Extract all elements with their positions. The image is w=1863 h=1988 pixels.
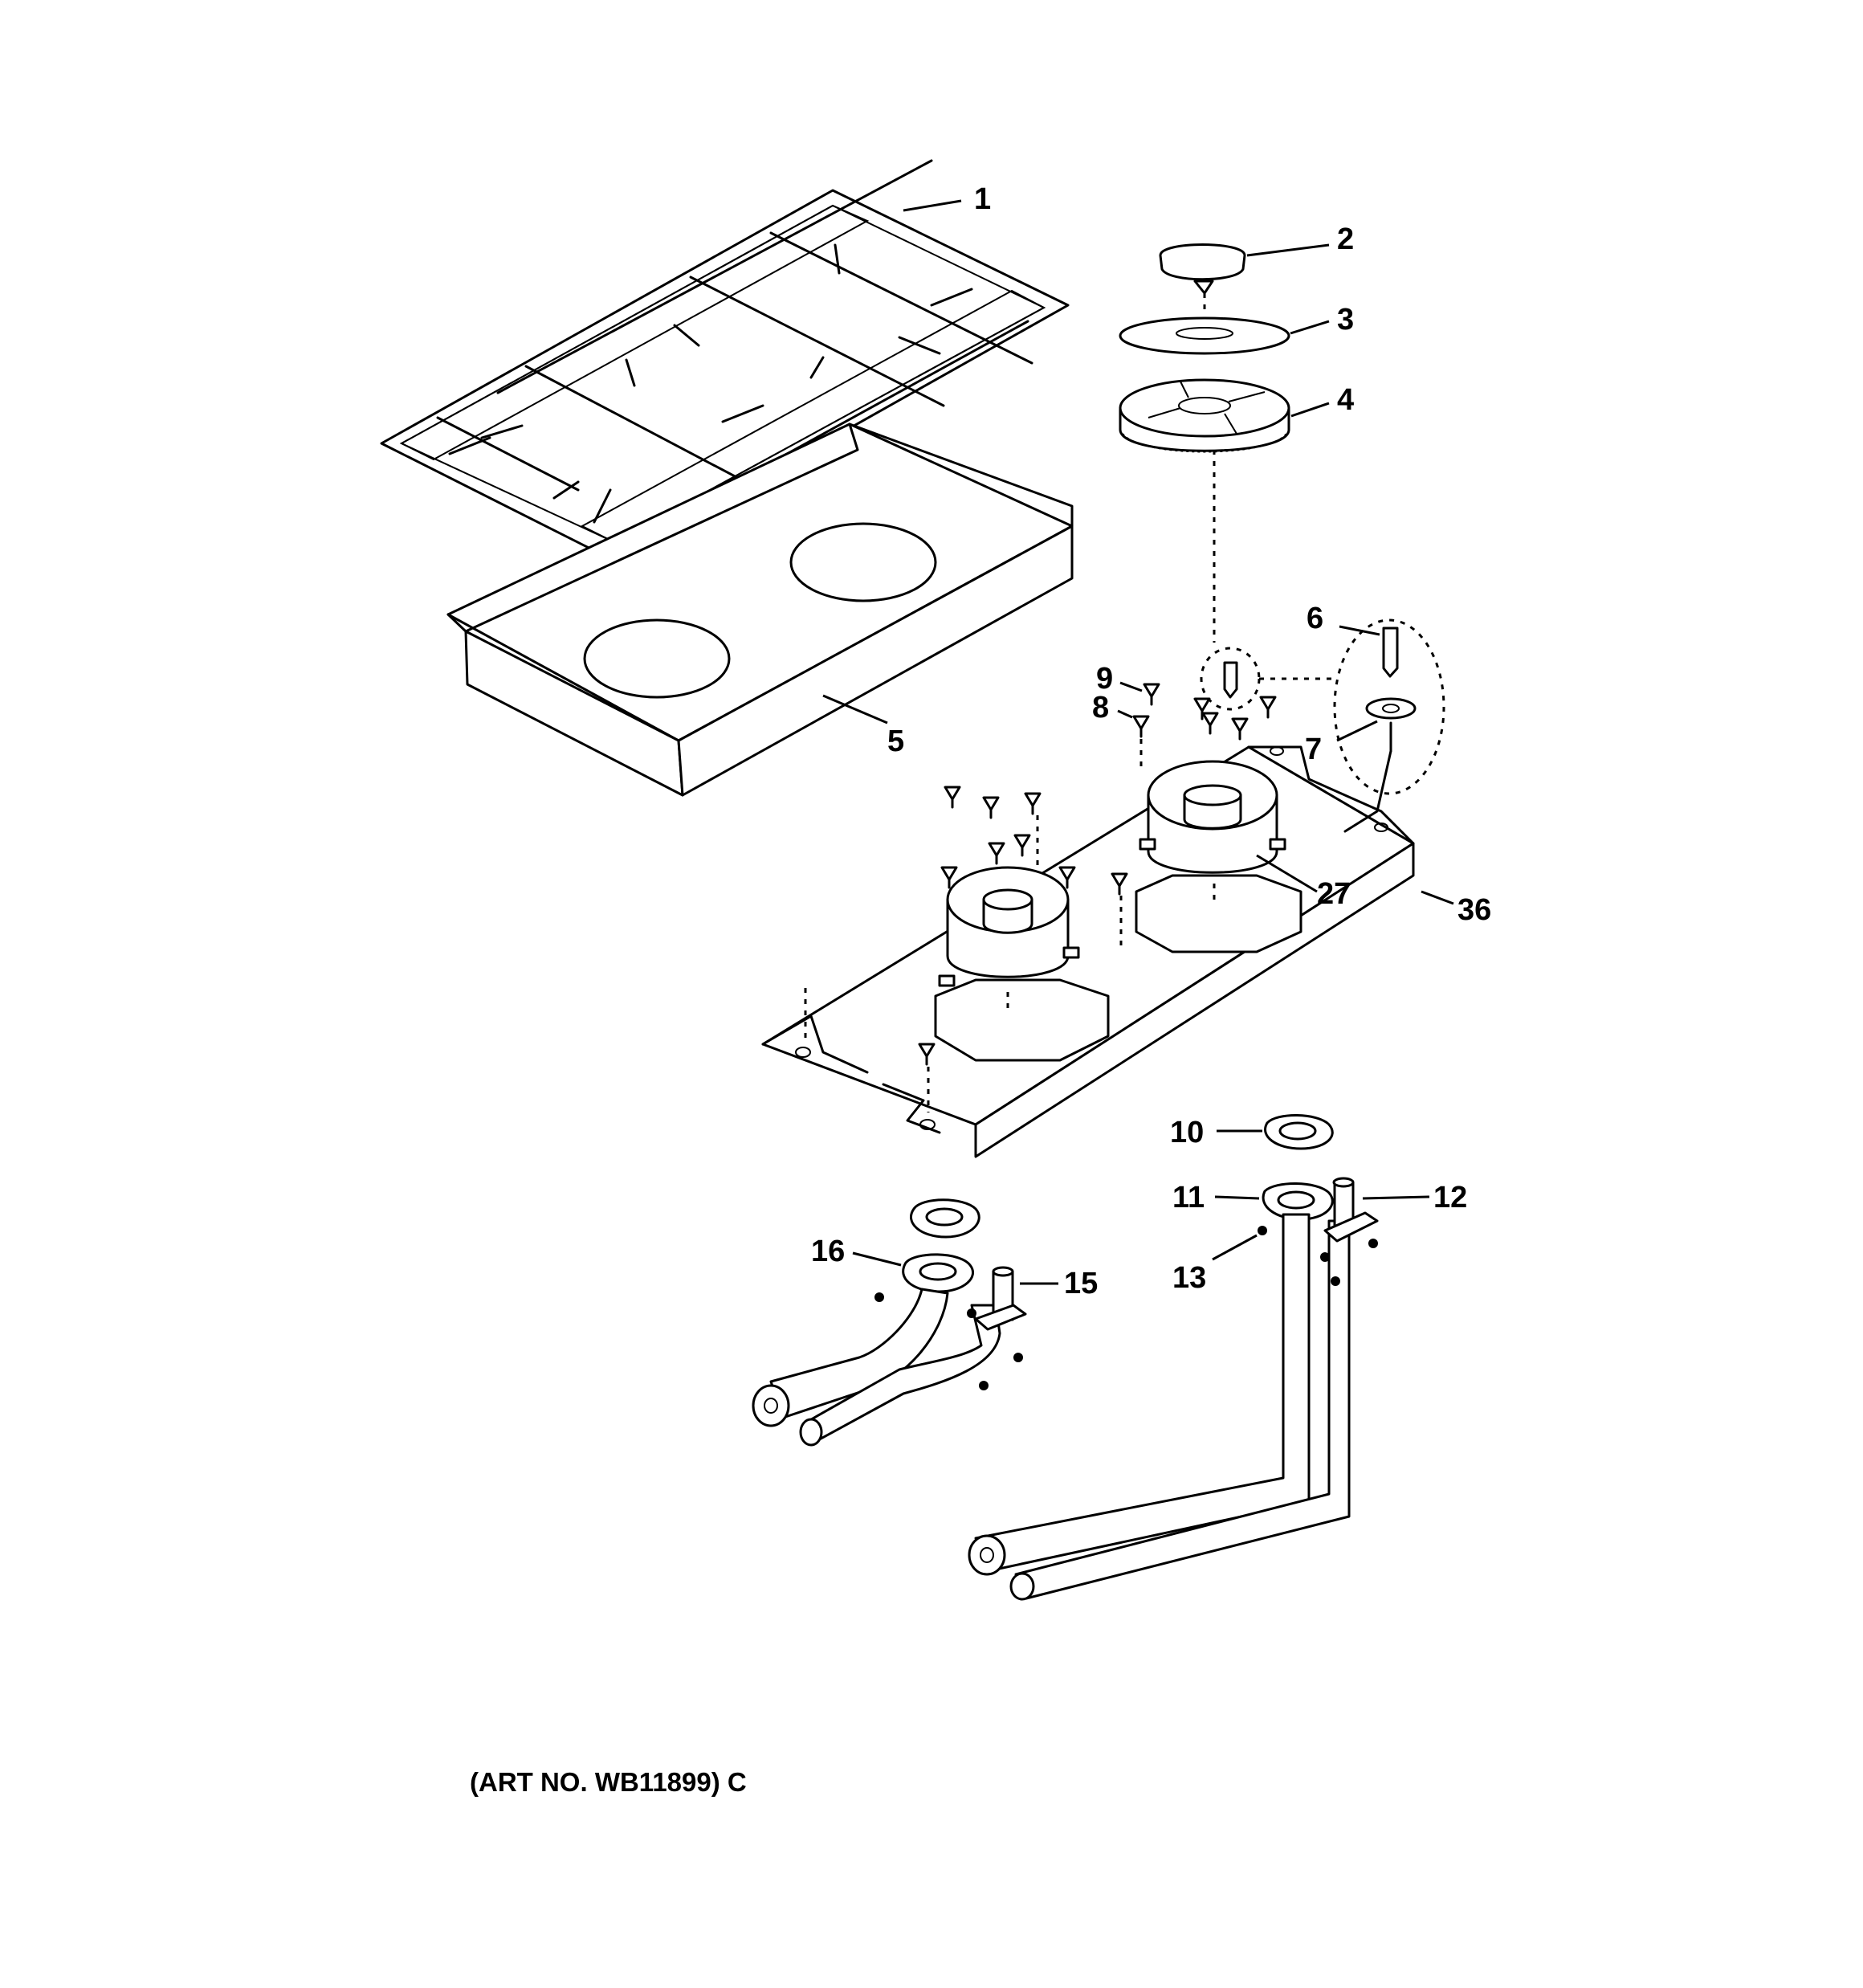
part-1-grate [380, 159, 1070, 562]
callout-15: 15 [1064, 1267, 1098, 1300]
callout-13: 13 [1172, 1261, 1206, 1295]
part-4-burner-base [1119, 378, 1330, 453]
screw [940, 866, 958, 889]
screw [1013, 834, 1031, 857]
callout-36: 36 [1457, 893, 1491, 927]
callout-7: 7 [1305, 733, 1322, 766]
callout-12: 12 [1433, 1181, 1467, 1214]
screws [804, 681, 1277, 1112]
callout-labels: 1 2 3 4 5 6 7 8 9 10 11 12 13 15 16 27 3… [811, 182, 1491, 1300]
callout-2: 2 [1337, 222, 1354, 256]
left-burner-housing [934, 866, 1110, 1062]
part-36-burner-box [761, 745, 1454, 1158]
part-6-7-igniter-detail [1200, 618, 1445, 833]
callout-10: 10 [1170, 1116, 1204, 1149]
screw [1024, 792, 1042, 815]
callout-6: 6 [1307, 602, 1323, 635]
callout-9: 9 [1096, 662, 1113, 696]
art-number-caption: (ART NO. WB11899) C [470, 1767, 747, 1797]
screw [1201, 712, 1219, 735]
callout-4: 4 [1337, 383, 1354, 417]
right-burner-housing [1135, 760, 1318, 953]
screw [1193, 697, 1211, 720]
screw-part-9 [1143, 683, 1160, 706]
part-10-11-12-13-right-burner-tube [968, 1114, 1430, 1601]
screw [1231, 717, 1249, 741]
screw [1259, 696, 1277, 719]
screw [918, 1043, 936, 1066]
callout-27: 27 [1317, 877, 1351, 911]
callout-5: 5 [887, 725, 904, 758]
callout-8: 8 [1092, 691, 1109, 725]
part-2-burner-cap [1159, 243, 1330, 295]
callout-3: 3 [1337, 303, 1354, 337]
callout-11: 11 [1172, 1181, 1205, 1214]
screw-part-8 [1132, 715, 1150, 738]
part-15-16-left-burner-tube [752, 1198, 1058, 1447]
screw [982, 796, 1000, 819]
part-5-drip-tray [446, 423, 1074, 797]
screw [988, 842, 1005, 865]
callout-16: 16 [811, 1235, 845, 1268]
callout-1: 1 [974, 182, 991, 216]
screw [1111, 872, 1128, 896]
screw [1058, 866, 1076, 889]
screw [944, 786, 961, 809]
part-3-spreader [1119, 316, 1330, 355]
